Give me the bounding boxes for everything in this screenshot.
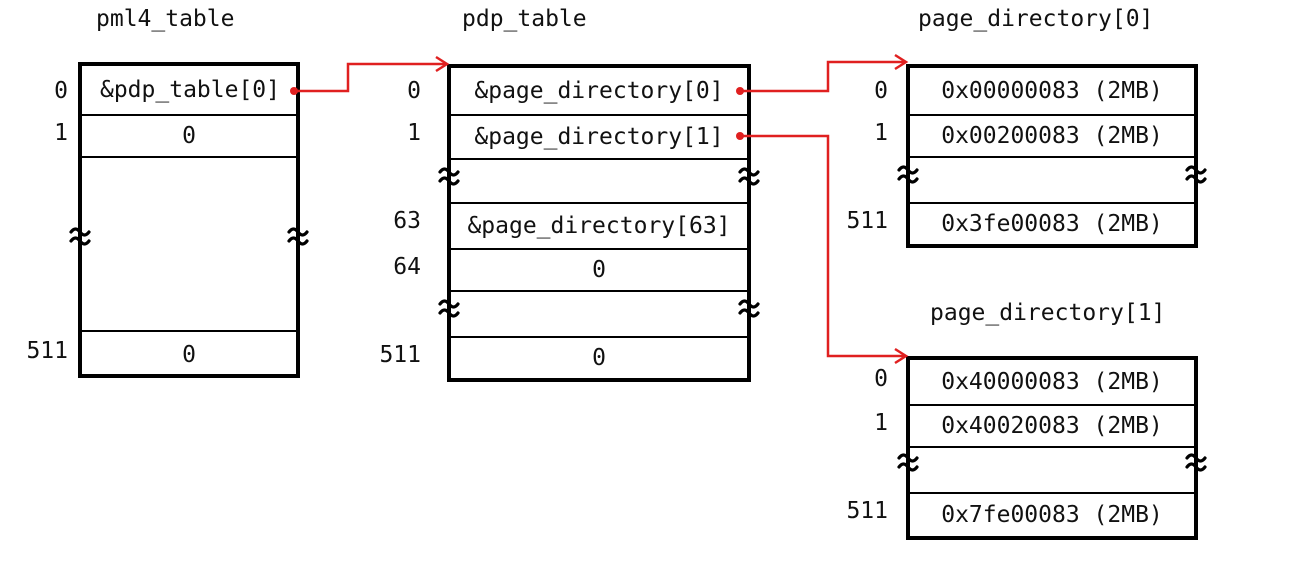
pdp-break-right-1-icon [738,167,760,186]
pd0-index-511: 511 [846,208,888,234]
pml4-index-0: 0 [54,78,68,104]
pd0-gap [910,156,1194,202]
pd0-break-left-icon [897,165,919,184]
pd0-index-1: 1 [874,120,888,146]
pdp-entry-1: &page_directory[1] [451,114,747,158]
pdp-entry-63: &page_directory[63] [451,202,747,248]
pdp-entry-0: &page_directory[0] [474,78,724,104]
pdp-gap-1 [451,158,747,202]
pd0-title: page_directory[0] [918,6,1154,32]
pml4-table-title: pml4_table [96,6,235,32]
pdp-gap-2 [451,290,747,336]
arrow-pdp0-to-pd0 [736,53,909,95]
pml4-entry-0: &pdp_table[0] [99,77,280,103]
pd1-title: page_directory[1] [930,300,1166,326]
pd1-break-left-icon [897,453,919,472]
pd0-index-0: 0 [874,78,888,104]
pd0-entry-511: 0x3fe00083 (2MB) [910,202,1194,244]
pdp-index-0: 0 [407,78,421,104]
pml4-break-left-icon [69,227,91,246]
pd1-gap [910,446,1194,492]
pd1-entry-1: 0x40020083 (2MB) [910,404,1194,446]
page-directory-0-table: 0x00000083 (2MB) 0x00200083 (2MB) 0x3fe0… [906,64,1198,248]
pdp-table: &page_directory[0] &page_directory[1] &p… [447,64,751,382]
pdp-index-1: 1 [407,120,421,146]
pml4-entry-1: 0 [82,114,296,156]
pd1-entry-0: 0x40000083 (2MB) [941,369,1163,395]
pdp-entry-64: 0 [451,248,747,290]
pml4-table: &pdp_table[0] 0 0 [78,62,300,378]
pdp-break-left-1-icon [438,167,460,186]
pd0-break-right-icon [1185,165,1207,184]
arrow-pml4-to-pdp [290,55,450,95]
pdp-entry-511: 0 [451,336,747,378]
pdp-index-64: 64 [393,254,421,280]
pml4-index-1: 1 [54,120,68,146]
page-directory-1-table: 0x40000083 (2MB) 0x40020083 (2MB) 0x7fe0… [906,356,1198,540]
pd1-index-1: 1 [874,410,888,436]
pdp-break-right-2-icon [738,299,760,318]
pdp-break-left-2-icon [438,299,460,318]
pdp-table-title: pdp_table [462,6,587,32]
pd1-index-511: 511 [846,498,888,524]
pd0-entry-0: 0x00000083 (2MB) [941,78,1163,104]
pml4-gap [82,156,296,330]
pd1-entry-511: 0x7fe00083 (2MB) [910,492,1194,536]
pdp-index-63: 63 [393,208,421,234]
arrow-pdp1-to-pd1 [736,132,909,365]
pd0-entry-1: 0x00200083 (2MB) [910,114,1194,156]
pml4-entry-511: 0 [82,330,296,378]
pd1-break-right-icon [1185,453,1207,472]
pdp-index-511: 511 [379,342,421,368]
pml4-break-right-icon [287,227,309,246]
pd1-index-0: 0 [874,366,888,392]
pml4-index-511: 511 [26,338,68,364]
